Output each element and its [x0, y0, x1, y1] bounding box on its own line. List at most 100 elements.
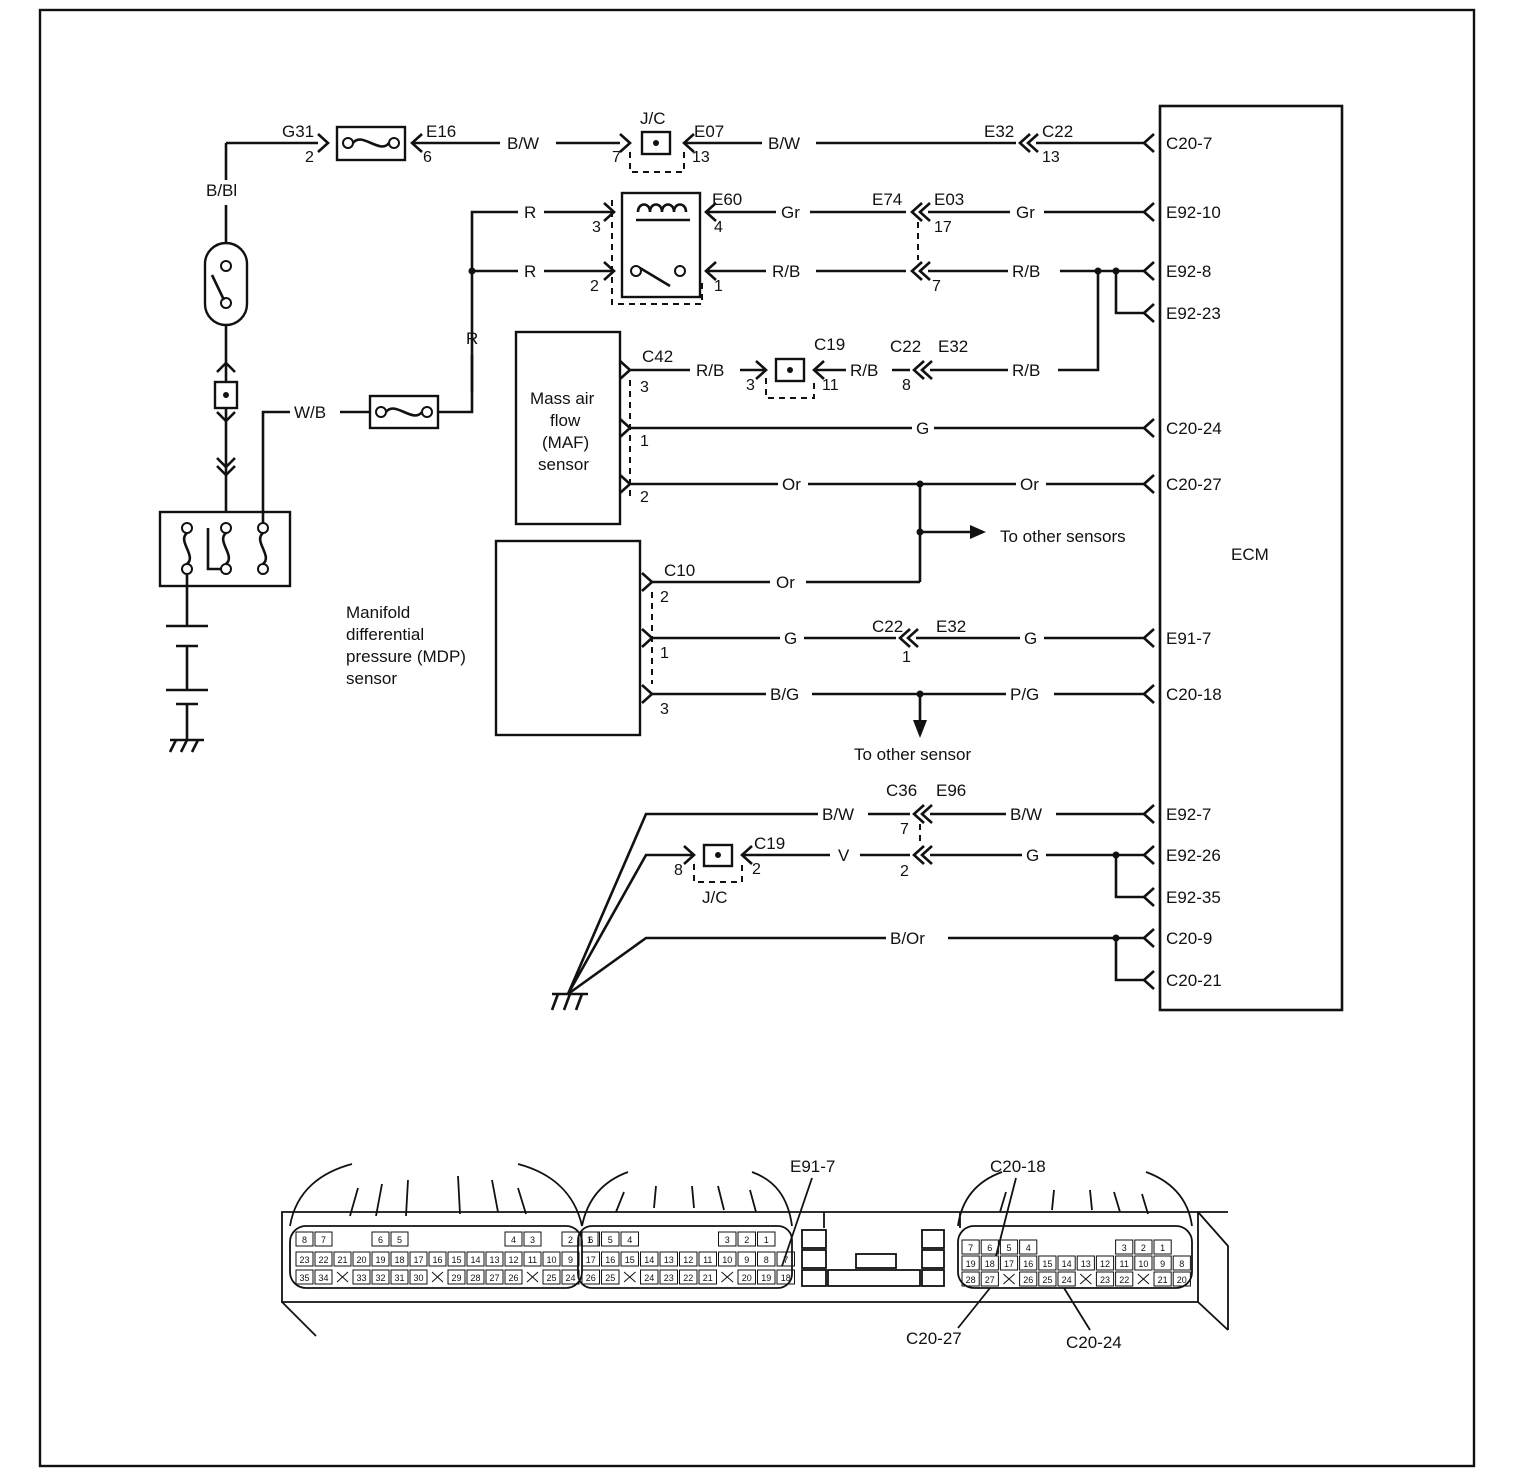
- pin-number: 18: [394, 1255, 404, 1265]
- pin-number: 28: [470, 1273, 480, 1283]
- pin-number: 3: [725, 1235, 730, 1245]
- pin-number: 20: [356, 1255, 366, 1265]
- pin-cell: [659, 1269, 678, 1285]
- pin-number: 24: [1062, 1275, 1072, 1285]
- pin-number: 22: [683, 1273, 693, 1283]
- svg-text:13: 13: [692, 149, 710, 166]
- circuit-mdp-3: 3 B/G P/G To other sensor: [640, 683, 1144, 764]
- pin-cell: [353, 1232, 370, 1246]
- pin-cell: [680, 1232, 698, 1246]
- svg-text:E16: E16: [426, 122, 456, 141]
- svg-text:1: 1: [660, 645, 669, 662]
- ecm-label: ECM: [1231, 545, 1269, 564]
- pin-cell: [679, 1269, 698, 1285]
- pin-cell: [1039, 1240, 1056, 1254]
- pin-cell: [776, 1251, 795, 1267]
- pin-cell: [699, 1232, 717, 1246]
- pin-cell: [371, 1251, 390, 1267]
- pin-cell: [295, 1251, 314, 1267]
- pin-cell: [543, 1232, 560, 1246]
- pin-cell: [1134, 1255, 1153, 1271]
- pin-number: 2: [1141, 1243, 1146, 1253]
- svg-text:V: V: [838, 846, 850, 865]
- circuit-mdp-1: 1 G C22 E32 1 G: [640, 617, 1144, 666]
- pin-number: 13: [1081, 1259, 1091, 1269]
- mdp-sensor-box: [494, 539, 642, 737]
- svg-text:Or: Or: [1020, 475, 1039, 494]
- pin-cell: [447, 1251, 466, 1267]
- pin-cell: [1095, 1271, 1115, 1287]
- pin-cell: [485, 1269, 504, 1285]
- pin-number: 34: [318, 1273, 328, 1283]
- blank-pin-mark: [623, 1271, 636, 1283]
- svg-text:C10: C10: [664, 561, 695, 580]
- svg-text:E92-7: E92-7: [1166, 805, 1211, 824]
- svg-text:C36: C36: [886, 781, 917, 800]
- svg-text:E60: E60: [712, 190, 742, 209]
- pin-cell: [660, 1232, 678, 1246]
- svg-text:R: R: [524, 262, 536, 281]
- pin-cell: [698, 1251, 717, 1267]
- svg-text:3: 3: [592, 219, 601, 236]
- pin-cell: [1153, 1239, 1172, 1255]
- pin-cell: [314, 1251, 333, 1267]
- pin-number: 2: [744, 1235, 749, 1245]
- pin-number: 23: [299, 1255, 309, 1265]
- pin-cell: [961, 1255, 980, 1271]
- pin-cell: [999, 1255, 1019, 1271]
- pin-cell: [466, 1251, 485, 1267]
- pin-cell: [486, 1232, 503, 1246]
- pin-number: 6: [378, 1235, 383, 1245]
- svg-text:C19: C19: [754, 834, 785, 853]
- pin-number: 25: [1042, 1275, 1052, 1285]
- svg-text:C22: C22: [890, 337, 921, 356]
- frame: [38, 8, 1476, 1468]
- svg-text:C20-18: C20-18: [1166, 685, 1222, 704]
- pin-number: 1: [587, 1235, 592, 1245]
- svg-text:C20-21: C20-21: [1166, 971, 1222, 990]
- svg-text:C20-27: C20-27: [1166, 475, 1222, 494]
- maf-sensor-box: [514, 330, 622, 526]
- pin-cell: [1057, 1271, 1076, 1287]
- svg-text:11: 11: [822, 377, 839, 394]
- svg-text:B/W: B/W: [1010, 805, 1042, 824]
- svg-text:7: 7: [900, 821, 909, 838]
- pin-cell: [620, 1231, 639, 1247]
- pin-cell: [980, 1255, 999, 1271]
- svg-text:E92-10: E92-10: [1166, 203, 1221, 222]
- pin-number: 31: [394, 1273, 404, 1283]
- ecm-terminal-c20-7: C20-7: [1142, 132, 1212, 154]
- pin-number: 1: [1160, 1243, 1165, 1253]
- pin-number: 20: [1177, 1275, 1187, 1285]
- svg-text:E96: E96: [936, 781, 966, 800]
- svg-text:E91-7: E91-7: [1166, 629, 1211, 648]
- pin-number: 26: [586, 1273, 596, 1283]
- pin-cell: [1057, 1255, 1076, 1271]
- pin-number: 5: [397, 1235, 402, 1245]
- pin-number: 6: [588, 1235, 593, 1245]
- pin-number: 26: [1023, 1275, 1033, 1285]
- pin-cell: [504, 1231, 523, 1247]
- pin-number: 13: [664, 1255, 674, 1265]
- svg-text:8: 8: [674, 862, 683, 879]
- svg-text:R/B: R/B: [850, 361, 878, 380]
- pin-cell: [352, 1251, 371, 1267]
- svg-text:2: 2: [640, 489, 649, 506]
- svg-text:E07: E07: [694, 122, 724, 141]
- pin-number: 21: [1158, 1275, 1168, 1285]
- svg-text:C42: C42: [642, 347, 673, 366]
- svg-text:To other sensor: To other sensor: [854, 745, 972, 764]
- pin-cell: [352, 1269, 371, 1285]
- blank-pin-mark: [1137, 1273, 1150, 1285]
- pin-number: 16: [605, 1255, 615, 1265]
- pin-cell: [314, 1231, 333, 1247]
- pin-number: 6: [987, 1243, 992, 1253]
- pin-number: 5: [608, 1235, 613, 1245]
- pin-cell: [1096, 1240, 1113, 1254]
- pin-number: 18: [781, 1273, 791, 1283]
- ecm-terminal-c20-27: C20-27: [1142, 473, 1222, 495]
- svg-text:E74: E74: [872, 190, 902, 209]
- circuit-e92-8: R 2 1 R/B 7 R/B: [468, 260, 1144, 315]
- circuit-e92-26: 8 C19 2 J/C V 2 G: [566, 834, 1144, 995]
